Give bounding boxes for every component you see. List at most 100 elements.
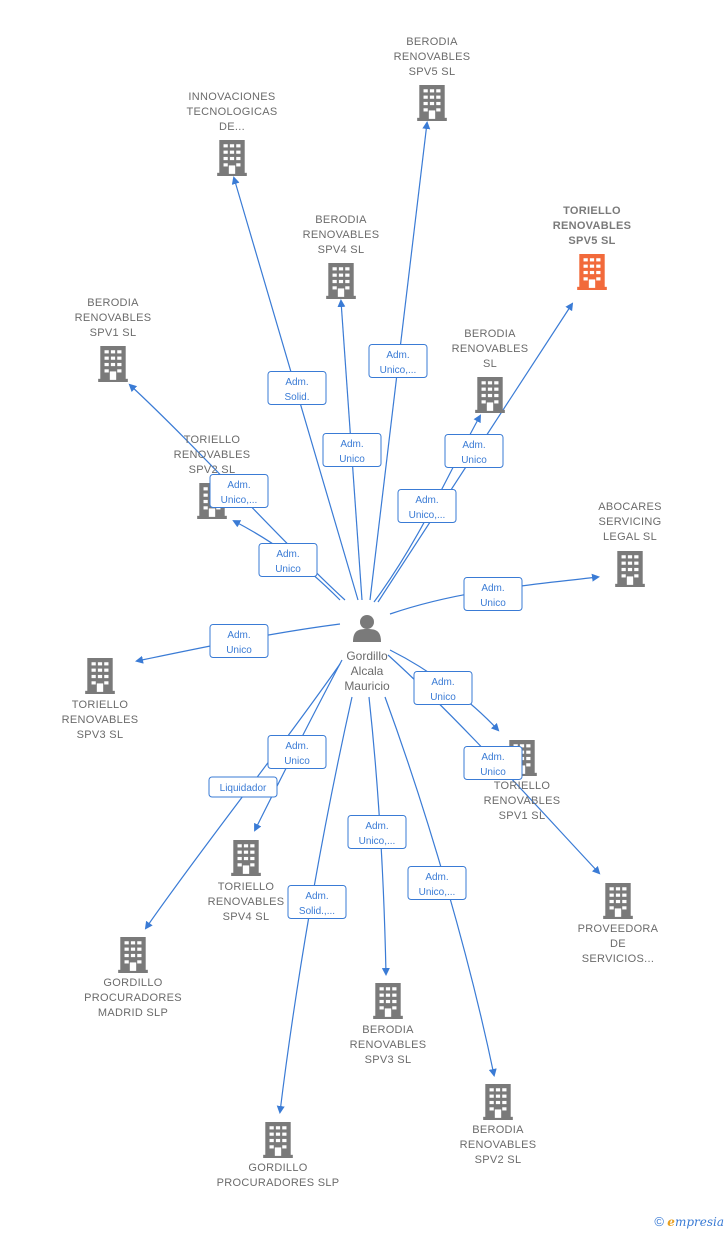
building-icon [603,883,633,919]
edge-label-toriello-spv5[interactable]: Adm.Unico [444,434,504,468]
company-name-line: BERODIA [362,1024,414,1036]
building-icon [417,85,447,121]
edge-label-box[interactable] [267,371,327,405]
edge-label-gordillo-madrid[interactable]: Liquidador [208,776,278,798]
edge-label-text: Adm. [340,439,363,450]
edge-label-proveedora[interactable]: Adm.Unico [463,746,523,780]
building-icon [98,346,128,382]
edge-label-toriello-spv1[interactable]: Adm.Unico [413,671,473,705]
brand-logo: empresia [667,1215,724,1229]
building-icon [326,263,356,299]
building-icon [263,1122,293,1158]
edge-label-box[interactable] [347,815,407,849]
edge-label-berodia-spv4[interactable]: Adm.Unico [322,433,382,467]
building-icon [118,937,148,973]
edge-label-text: Adm. [415,495,438,506]
edge-label-box[interactable] [209,474,269,508]
company-node-berodia-spv3[interactable]: BERODIA RENOVABLES SPV3 SL [350,983,427,1066]
edge-label-box[interactable] [407,866,467,900]
company-node-proveedora[interactable]: PROVEEDORADESERVICIOS... [578,883,659,965]
edge-label-text: Unico [226,645,252,656]
company-name-line: GORDILLO [248,1162,307,1174]
edge-label-box[interactable] [258,543,318,577]
company-name-line: INNOVACIONES [188,91,275,103]
company-name-line: SPV3 SL [365,1054,412,1066]
edge-label-berodia-spv5[interactable]: Adm. Unico,... [368,344,428,378]
edge-label-toriello-spv4[interactable]: Adm.Unico [267,735,327,769]
edge-label-box[interactable] [463,577,523,611]
edge-label-berodia-spv3[interactable]: Adm.Unico,... [347,815,407,849]
edge-label-box[interactable] [444,434,504,468]
company-name-line: RENOVABLES [484,795,561,807]
edge-label-text: Adm. [305,891,328,902]
edge-label-text: Adm. [481,583,504,594]
company-node-gordillo-slp[interactable]: GORDILLO PROCURADORES SLP [217,1122,340,1189]
edge-label-text: Unico,... [380,365,417,376]
edge-label-innovaciones[interactable]: Adm.Solid. [267,371,327,405]
company-node-toriello-spv1[interactable]: TORIELLO RENOVABLES SPV1 SL [484,740,561,822]
edge-label-box[interactable] [209,624,269,658]
company-node-innovaciones[interactable]: INNOVACIONESTECNOLOGICASDE... [186,91,277,176]
company-name-line: PROCURADORES [84,992,182,1004]
person-icon [353,615,381,642]
company-name-line: SPV2 SL [189,464,236,476]
edge-label-text: Unico [275,564,301,575]
company-name-line: RENOVABLES [350,1039,427,1051]
company-name-line: BERODIA [464,328,516,340]
company-name-line: TORIELLO [218,881,275,893]
edge-label-toriello-spv2[interactable]: Adm. Unico [258,543,318,577]
person-name-line: Alcala [351,664,384,678]
edge-label-text: Unico,... [221,495,258,506]
edge-label-text: Unico [284,756,310,767]
company-name-line: BERODIA [87,297,139,309]
edge-label-abocares[interactable]: Adm.Unico [463,577,523,611]
company-name-line: TORIELLO [494,780,551,792]
building-icon [475,377,505,413]
edge-label-text: Adm. [276,549,299,560]
copyright-symbol: © [654,1214,664,1229]
edge-label-berodia-spv2[interactable]: Adm.Unico,... [407,866,467,900]
edge-label-text: Solid. [284,392,309,403]
edge-label-box[interactable] [413,671,473,705]
edge-label-box[interactable] [397,489,457,523]
company-name-line: PROCURADORES SLP [217,1177,340,1189]
edge-label-text: Unico,... [409,510,446,521]
building-icon [231,840,261,876]
edge-label-box[interactable] [208,776,278,798]
edge-label-text: Unico,... [419,887,456,898]
edge-label-box[interactable] [463,746,523,780]
edge-gordillo-madrid [144,663,341,930]
company-name-line: RENOVABLES [303,229,380,241]
edge-label-text: Adm. [481,752,504,763]
company-name-line: SPV2 SL [475,1154,522,1166]
edge-label-gordillo-slp[interactable]: Adm.Solid.,... [287,885,347,919]
building-icon [577,254,607,290]
edge-label-berodia-sl[interactable]: Adm. Unico,... [397,489,457,523]
company-name-line: SPV4 SL [223,911,270,923]
company-name-line: DE [610,938,626,950]
company-name-line: TORIELLO [184,434,241,446]
edge-label-text: Adm. [462,440,485,451]
building-icon [85,658,115,694]
company-name-line: SPV1 SL [499,810,546,822]
edge-label-box[interactable] [322,433,382,467]
edge-label-box[interactable] [368,344,428,378]
edge-label-berodia-spv1[interactable]: Adm.Unico,... [209,474,269,508]
edge-label-toriello-spv3[interactable]: Adm.Unico [209,624,269,658]
edge-label-box[interactable] [267,735,327,769]
company-name-line: RENOVABLES [75,312,152,324]
edge-label-box[interactable] [287,885,347,919]
edge-label-text: Adm. [386,350,409,361]
